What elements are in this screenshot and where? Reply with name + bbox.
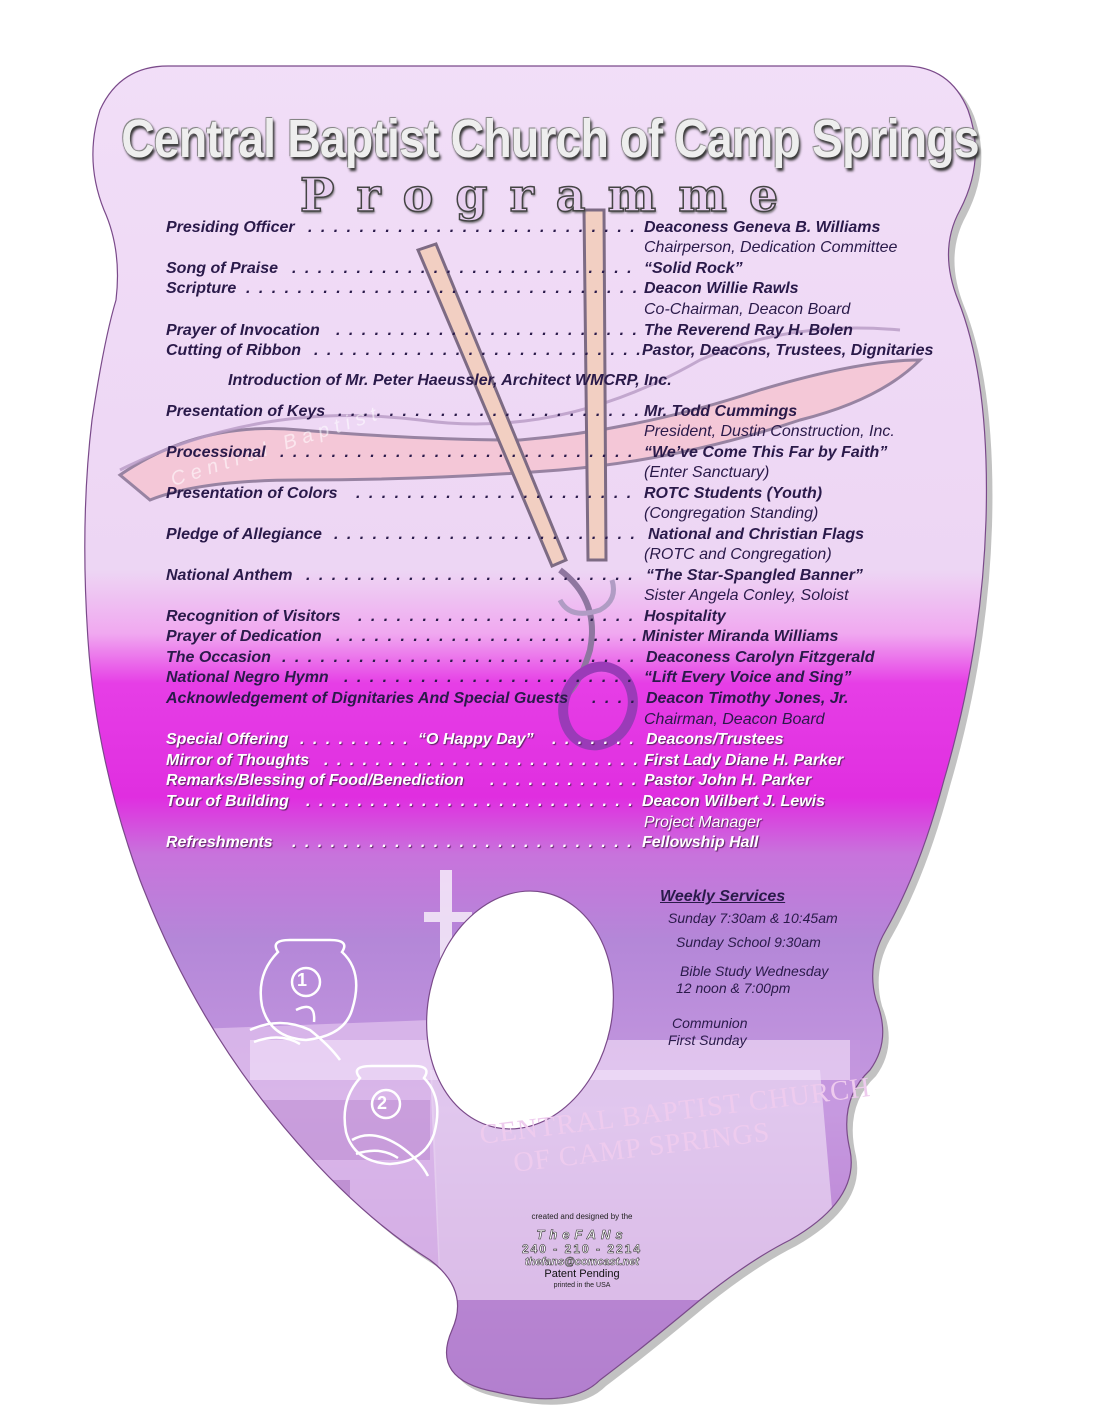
introduction-line: Introduction of Mr. Peter Haeussler, Arc… xyxy=(228,372,672,389)
programme-role: Project Manager xyxy=(644,814,762,831)
building-sign: CENTRAL BAPTIST CHURCH OF CAMP SPRINGS xyxy=(478,1072,877,1184)
programme-role: (ROTC and Congregation) xyxy=(644,546,832,563)
programme-role: Chairman, Deacon Board xyxy=(644,711,825,728)
credits: created and designed by the TheFANs 240 … xyxy=(520,1212,644,1289)
programme-role: Co-Chairman, Deacon Board xyxy=(644,301,851,318)
credits-brand: TheFANs xyxy=(536,1227,628,1243)
ribbon xyxy=(117,358,924,502)
programme-role: Sister Angela Conley, Soloist xyxy=(644,587,849,604)
service-line: Sunday School 9:30am xyxy=(676,934,821,950)
programme-role: (Enter Sanctuary) xyxy=(644,464,770,481)
step-2-number: 2 xyxy=(377,1093,388,1113)
credits-patent: Patent Pending xyxy=(544,1268,620,1280)
service-line: 12 noon & 7:00pm xyxy=(676,980,791,996)
step-1-illustration xyxy=(249,938,358,1061)
page-title: Central Baptist Church of Camp Springs xyxy=(121,109,979,169)
programme-role: President, Dustin Construction, Inc. xyxy=(644,423,895,440)
programme-role: (Congregation Standing) xyxy=(644,505,819,522)
credits-created: created and designed by the xyxy=(531,1212,633,1221)
scissor-handle xyxy=(558,661,638,751)
credits-printed: printed in the USA xyxy=(553,1282,611,1289)
step-2-illustration xyxy=(343,1064,439,1177)
credits-phone: 240 - 210 - 2214 xyxy=(521,1242,643,1257)
programme-role: Chairperson, Dedication Committee xyxy=(644,239,898,256)
scissor-blade-right xyxy=(582,208,608,562)
weekly-services-heading: Weekly Services xyxy=(660,888,786,905)
service-line: Bible Study Wednesday xyxy=(680,963,829,979)
service-line: First Sunday xyxy=(668,1032,747,1048)
scissor-blade-left xyxy=(415,242,568,568)
service-line: Sunday 7:30am & 10:45am xyxy=(668,910,838,926)
hand-hole xyxy=(426,890,614,1130)
credits-email: thefans@comcast.net xyxy=(524,1256,640,1269)
step-1-number: 1 xyxy=(297,970,308,990)
page-subtitle: Programme xyxy=(299,168,801,222)
service-line: Communion xyxy=(672,1015,748,1031)
